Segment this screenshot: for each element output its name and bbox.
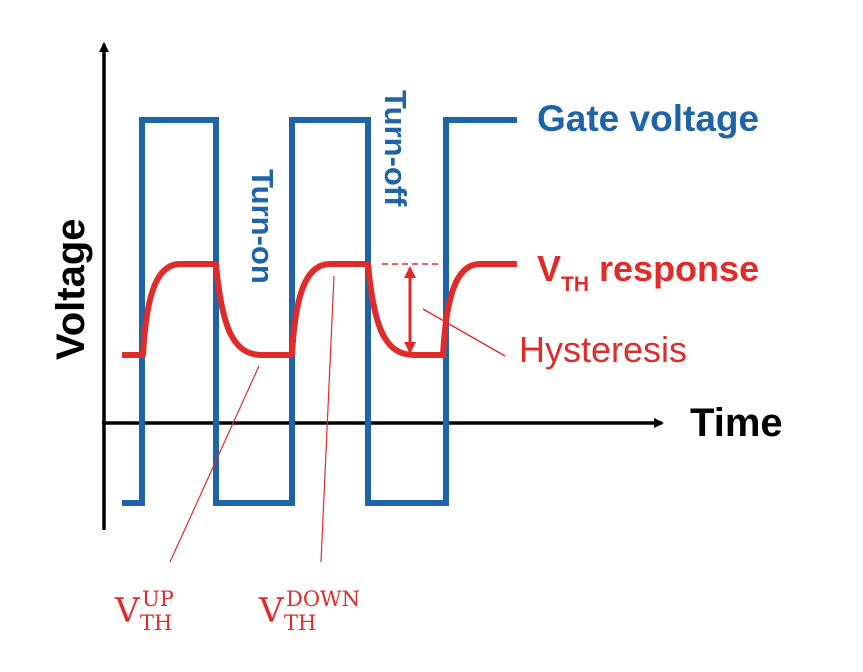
turn-off-label: Turn-off xyxy=(378,90,413,207)
vth-down-label: V TH DOWN xyxy=(258,587,360,635)
vth-up-superscript: UP xyxy=(142,587,174,611)
vth-down-base: V xyxy=(258,591,285,631)
y-axis-label: Voltage xyxy=(49,218,93,360)
gate-voltage-label: Gate voltage xyxy=(537,98,759,139)
gate-voltage-line xyxy=(122,117,517,506)
hysteresis-leader-line xyxy=(422,308,506,357)
vth-up-subscript: TH xyxy=(140,611,172,635)
vth-up-leader-line xyxy=(169,365,260,563)
vth-response-subscript: TH xyxy=(561,273,589,296)
vth-response-v: V xyxy=(537,248,561,289)
vth-down-superscript: DOWN xyxy=(286,587,360,611)
vth-response-line xyxy=(122,261,517,358)
vth-up-label: V TH UP xyxy=(114,587,174,635)
vth-down-leader-line xyxy=(320,275,335,563)
vth-up-base: V xyxy=(114,591,141,631)
vth-response-label: VTH response xyxy=(537,248,759,296)
vth-response-rest: response xyxy=(589,248,759,289)
hysteresis-label: Hysteresis xyxy=(519,329,687,370)
x-axis-label: Time xyxy=(690,401,783,445)
turn-on-label: Turn-on xyxy=(245,169,280,284)
vth-down-subscript: TH xyxy=(284,611,316,635)
